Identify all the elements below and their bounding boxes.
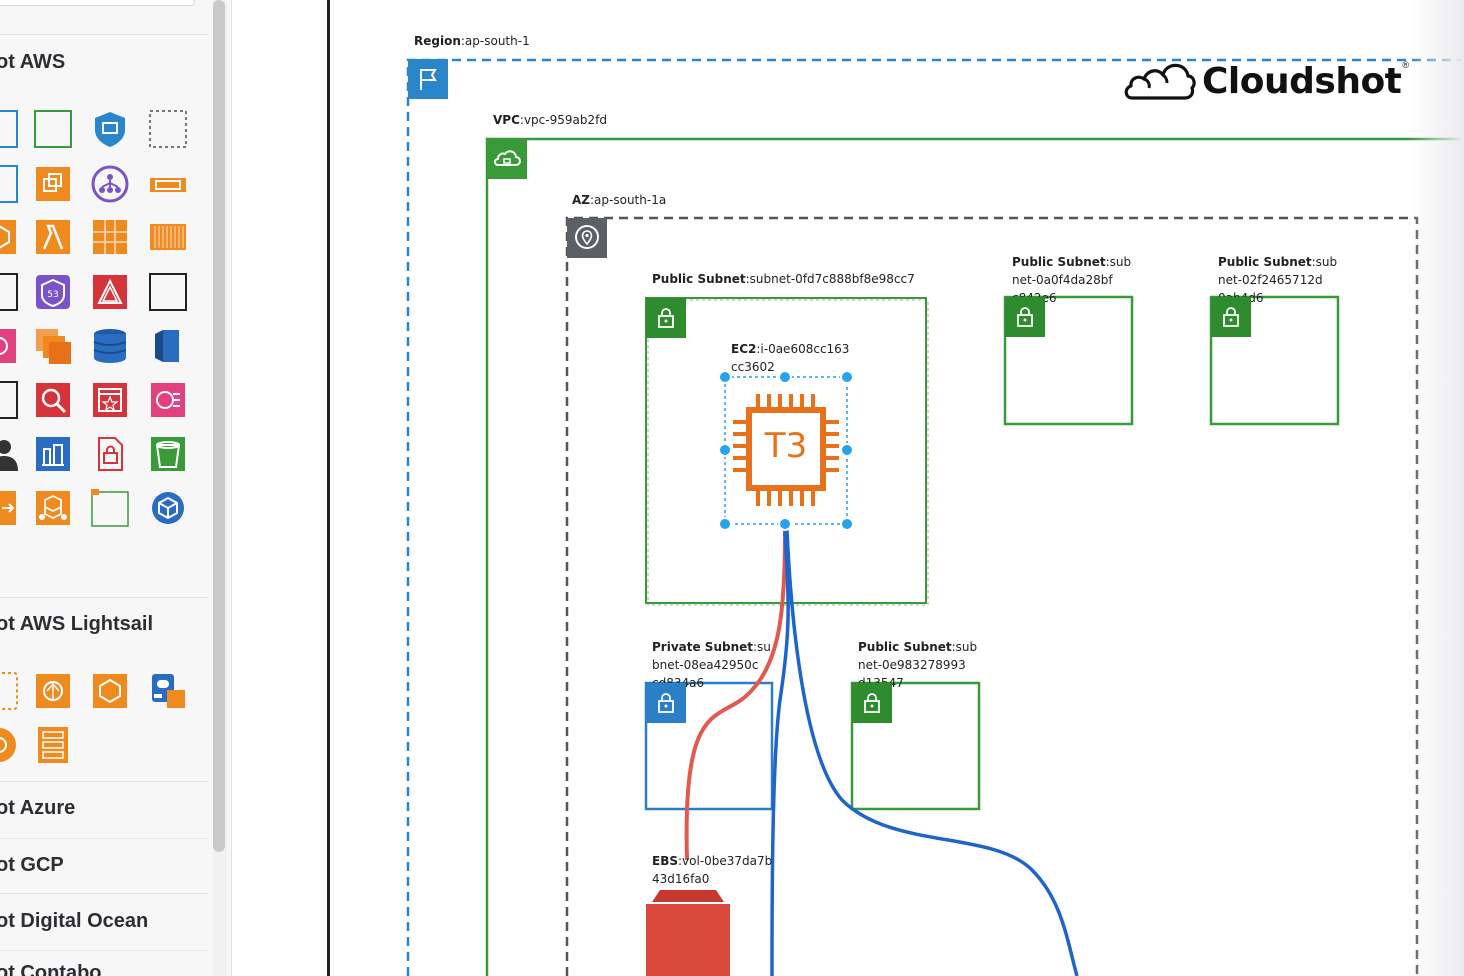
generic-group-icon[interactable] [149, 110, 187, 148]
canvas-edge-shadow [1408, 0, 1464, 976]
divider [0, 950, 208, 951]
resize-handle[interactable] [778, 517, 792, 531]
ec2-multiple-icon[interactable] [34, 327, 72, 365]
vpc-label: VPC:vpc-959ab2fd [493, 113, 607, 127]
ec2-chip-label: T3 [764, 426, 808, 466]
s3-icon[interactable]: 53 [34, 273, 72, 311]
svg-text:53: 53 [47, 290, 58, 300]
lock-icon[interactable] [1005, 297, 1045, 337]
resize-handle[interactable] [718, 517, 732, 531]
section-title-aws[interactable]: ot AWS [0, 51, 66, 73]
ec2-container-icon[interactable] [149, 165, 187, 203]
dynamodb-icon[interactable] [91, 327, 129, 365]
trusted-advisor-icon[interactable] [91, 273, 129, 311]
auto-scaling-icon[interactable] [0, 489, 18, 527]
resize-handle[interactable] [718, 370, 732, 384]
edge-ec2-right [785, 529, 1079, 976]
edge-ec2-ebs [684, 529, 787, 861]
certificate-icon[interactable] [91, 435, 129, 473]
lightsail-database-icon[interactable] [149, 672, 187, 710]
section-title-contabo[interactable]: ot Contabo [0, 962, 102, 976]
user-icon[interactable] [0, 435, 18, 473]
rds-icon[interactable] [149, 327, 187, 365]
security-group-icon[interactable] [91, 110, 129, 148]
az-label: AZ:ap-south-1a [572, 193, 667, 207]
subnet-box-5 [850, 681, 981, 811]
eventbridge-icon[interactable] [149, 381, 187, 419]
divider [0, 34, 208, 35]
lock-icon[interactable] [646, 298, 686, 338]
ec2-icon[interactable] [0, 218, 18, 256]
region-group-icon[interactable] [149, 273, 187, 311]
subnet-box-4 [644, 681, 774, 811]
lightsail-storage-icon[interactable] [34, 726, 72, 764]
chip-icon [733, 394, 839, 506]
lock-icon[interactable] [646, 683, 686, 723]
divider [0, 597, 208, 598]
canvas-divider [327, 0, 330, 976]
inspector-icon[interactable] [34, 381, 72, 419]
divider [0, 893, 208, 894]
subnet-box-3 [1209, 295, 1340, 426]
cloudshot-logo: Cloudshot® [1122, 58, 1409, 104]
ec2-instances-icon[interactable] [34, 165, 72, 203]
cloud-logo-icon [1124, 63, 1196, 100]
brand-name: Cloudshot [1202, 60, 1402, 102]
resize-handle[interactable] [840, 517, 854, 531]
s3-bucket-icon[interactable] [149, 435, 187, 473]
vpc-cloud-icon[interactable] [487, 139, 527, 179]
section-title-azure[interactable]: ot Azure [0, 797, 76, 819]
divider [0, 781, 208, 782]
subnet-label-1: Public Subnet:subnet-0fd7c888bf8e98cc7 [652, 272, 915, 286]
shape-search-input[interactable] [0, 0, 195, 6]
section-title-digital-ocean[interactable]: ot Digital Ocean [0, 910, 149, 932]
edge-ec2-down [770, 529, 790, 976]
shape-library-sidebar: ot AWS 53 ot AWS Lightsail ot Azure ot [0, 0, 232, 976]
public-subnet-group-icon[interactable] [34, 110, 72, 148]
iam-policy-icon[interactable] [34, 435, 72, 473]
resize-handle[interactable] [840, 370, 854, 384]
region-label: Region:ap-south-1 [414, 34, 530, 48]
resize-handle[interactable] [778, 370, 792, 384]
resize-handle[interactable] [718, 443, 732, 457]
corporate-group-icon[interactable] [0, 273, 18, 311]
lightsail-container-icon[interactable] [91, 672, 129, 710]
lambda-icon[interactable] [34, 218, 72, 256]
subnet-label-4: Private Subnet:subnet-08ea42950ccd834a6 [652, 640, 771, 690]
section-title-aws-lightsail[interactable]: ot AWS Lightsail [0, 613, 154, 635]
private-subnet-group-icon[interactable] [0, 165, 18, 203]
az-location-icon[interactable] [567, 218, 607, 258]
outline-group-icon[interactable] [0, 381, 18, 419]
lightsail-instance-icon[interactable] [34, 672, 72, 710]
network-load-balancer-icon[interactable] [91, 165, 129, 203]
region-flag-icon[interactable] [408, 59, 448, 99]
elastic-beanstalk-icon[interactable] [34, 489, 72, 527]
elastic-block-icon[interactable] [149, 218, 187, 256]
brand-registered-mark: ® [1402, 60, 1410, 70]
resize-handle[interactable] [840, 443, 854, 457]
ec2-t3-node[interactable]: T3 [725, 382, 847, 522]
section-title-gcp[interactable]: ot GCP [0, 854, 64, 876]
lock-icon[interactable] [1211, 297, 1251, 337]
diagram-lines [406, 58, 1464, 976]
ecs-cluster-icon[interactable] [91, 218, 129, 256]
spot-fleet-icon[interactable] [91, 489, 129, 527]
vpc-group-icon[interactable] [0, 110, 18, 148]
cloudfront-icon[interactable] [149, 489, 187, 527]
diagram-canvas[interactable]: Region:ap-south-1 VPC:vpc-959ab2fd AZ:ap… [232, 0, 1464, 976]
subnet-box-1 [645, 297, 927, 604]
lock-icon[interactable] [852, 683, 892, 723]
divider [0, 838, 208, 839]
sidebar-scrollbar-thumb[interactable] [213, 0, 225, 852]
subnet-box-2 [1003, 295, 1134, 426]
cloudformation-icon[interactable] [91, 381, 129, 419]
cloudwatch-icon[interactable] [0, 327, 18, 365]
ebs-volume-icon[interactable] [646, 888, 730, 976]
lightsail-loadbalancer-icon[interactable] [0, 726, 18, 764]
lightsail-group-icon[interactable] [0, 672, 18, 710]
